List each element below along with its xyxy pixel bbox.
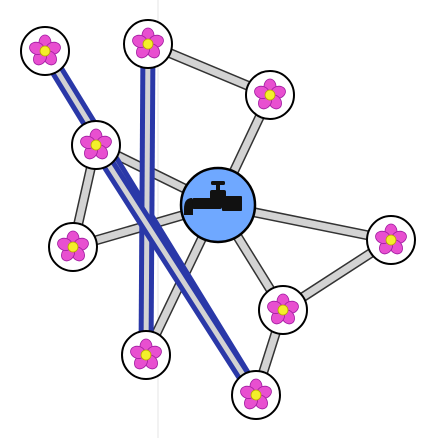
pipe-inner bbox=[93, 143, 259, 397]
flower-node-1[interactable] bbox=[20, 26, 70, 76]
water-pipe-f4-f9[interactable] bbox=[89, 140, 263, 400]
water-tap-icon bbox=[184, 181, 242, 215]
flower-node-2[interactable] bbox=[123, 19, 173, 69]
flower-node-5[interactable] bbox=[48, 222, 98, 272]
flower-node-8[interactable] bbox=[121, 330, 171, 380]
water-pipe-f2-f8[interactable] bbox=[138, 43, 156, 356]
nodes-layer bbox=[20, 19, 416, 420]
water-source-node[interactable] bbox=[179, 166, 257, 244]
flower-node-6[interactable] bbox=[366, 215, 416, 265]
pipe-inner bbox=[143, 43, 151, 356]
flower-node-3[interactable] bbox=[245, 70, 295, 120]
flower-node-7[interactable] bbox=[258, 285, 308, 335]
flower-node-4[interactable] bbox=[71, 120, 121, 170]
flower-node-9[interactable] bbox=[231, 370, 281, 420]
